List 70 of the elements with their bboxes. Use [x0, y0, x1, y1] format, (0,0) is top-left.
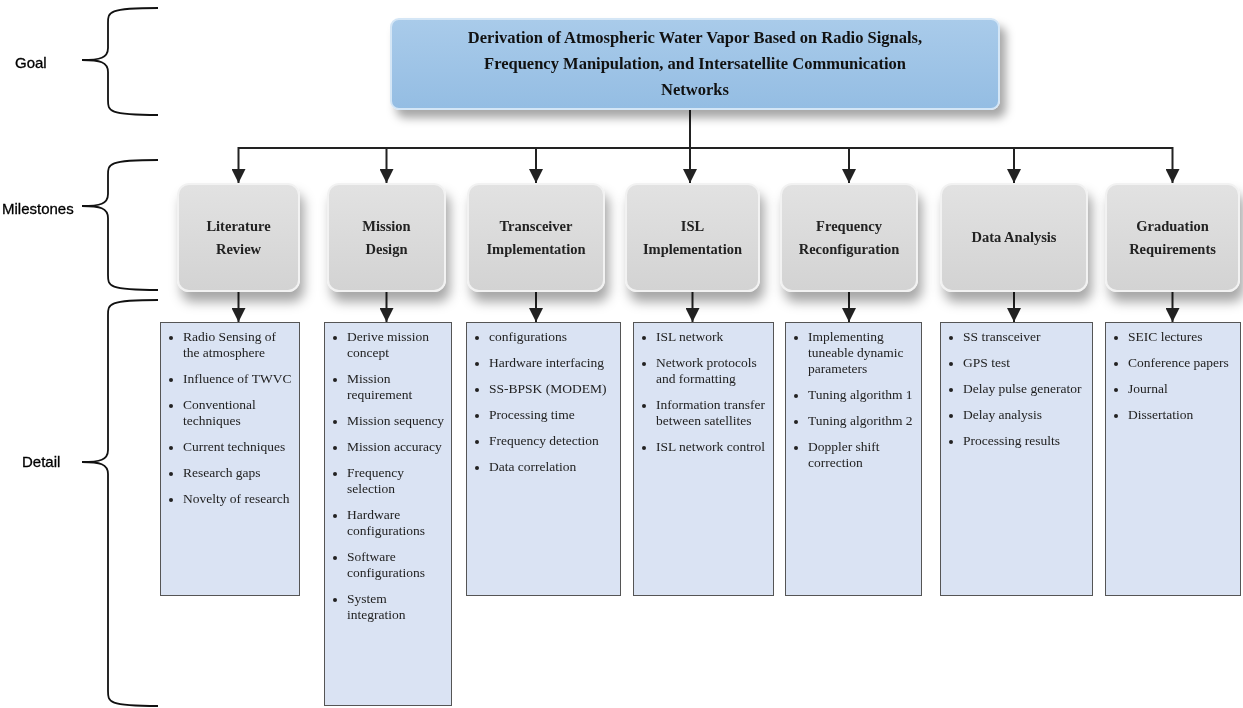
arrow [231, 291, 246, 323]
level-label: Detail [22, 453, 61, 470]
bullet-item: Mission accuracy [347, 439, 442, 455]
bullet-item: Data correlation [489, 459, 577, 475]
bullet-item: Mission sequency [347, 413, 445, 429]
milestone-title: Frequency Reconfiguration [797, 216, 901, 259]
milestone-title: Literature Review [205, 216, 272, 259]
bullet-item: Frequency selection [347, 465, 405, 497]
arrow [1165, 291, 1180, 323]
bullet-item: Processing time [489, 407, 575, 423]
bullet-item: Delay pulse generator [963, 381, 1082, 397]
detail-list-box [324, 322, 452, 706]
goal-text: Derivation of Atmospheric Water Vapor Based on Radio Signals, Frequency Manipulation, and Intersatellite Communication Networks [466, 27, 924, 101]
bullet-item: Tuning algorithm 2 [808, 413, 913, 429]
arrow [842, 291, 856, 323]
bullet-item: Hardware configurations [347, 507, 426, 539]
bullet-item: Delay analysis [963, 407, 1043, 423]
milestone-title: Graduation Requirements [1128, 216, 1217, 259]
milestone-box [780, 183, 918, 292]
bullet-item: Information transfer between satellites [656, 397, 767, 429]
bullet-item: SS-BPSK (MODEM) [489, 381, 607, 397]
bullet-item: Software configurations [347, 549, 426, 581]
milestone-title: Data Analysis [971, 228, 1057, 247]
level-label: Milestones [2, 200, 74, 217]
detail-list-box [466, 322, 621, 596]
arrow [529, 291, 543, 323]
bullet-item: Processing results [963, 433, 1061, 449]
bullet-item: configurations [489, 329, 567, 345]
milestone-title: ISL Implementation [641, 216, 744, 259]
bullet-item: Conference papers [1128, 355, 1229, 371]
bullet-item: Mission requirement [347, 371, 414, 403]
detail-list-box [940, 322, 1093, 596]
detail-list-box [785, 322, 922, 596]
milestone-title: Mission Design [361, 216, 412, 259]
arrow [1007, 291, 1021, 323]
milestone-title: Transceiver Implementation [485, 216, 587, 259]
bullet-item: Derive mission concept [347, 329, 431, 361]
bullet-item: ISL network control [656, 439, 765, 455]
bullet-item: SEIC lectures [1128, 329, 1203, 345]
bullet-item: Radio Sensing of the atmosphere [183, 329, 277, 361]
milestone-box [940, 183, 1088, 292]
detail-list-box [633, 322, 774, 596]
bullet-item: Journal [1128, 381, 1168, 397]
milestone-box [467, 183, 605, 292]
milestone-box [327, 183, 446, 292]
bullet-item: Novelty of research [183, 491, 290, 507]
bullet-item: Network protocols and formatting [656, 355, 758, 387]
bullet-item: Doppler shift correction [808, 439, 881, 471]
bullet-item: Frequency detection [489, 433, 599, 449]
arrow [379, 291, 394, 323]
bullet-item: Hardware interfacing [489, 355, 605, 371]
bullet-item: Dissertation [1128, 407, 1194, 423]
bullet-item: Implementing tuneable dynamic parameters [808, 329, 905, 377]
bullet-item: Influence of TWVC [183, 371, 292, 387]
bullet-item: GPS test [963, 355, 1010, 371]
bullet-item: System integration [347, 591, 407, 623]
goal-box [390, 18, 1000, 110]
bullet-item: Research gaps [183, 465, 261, 481]
bullet-item: Conventional techniques [183, 397, 257, 429]
bullet-item: Current techniques [183, 439, 286, 455]
detail-list-box [160, 322, 300, 596]
level-label: Goal [15, 54, 47, 71]
detail-list-box [1105, 322, 1241, 596]
bullet-item: Tuning algorithm 1 [808, 387, 913, 403]
milestone-box [625, 183, 760, 292]
milestone-box [177, 183, 300, 292]
bullet-item: SS transceiver [963, 329, 1041, 345]
arrow [685, 291, 700, 323]
bullet-item: ISL network [656, 329, 724, 345]
milestone-box [1105, 183, 1240, 292]
